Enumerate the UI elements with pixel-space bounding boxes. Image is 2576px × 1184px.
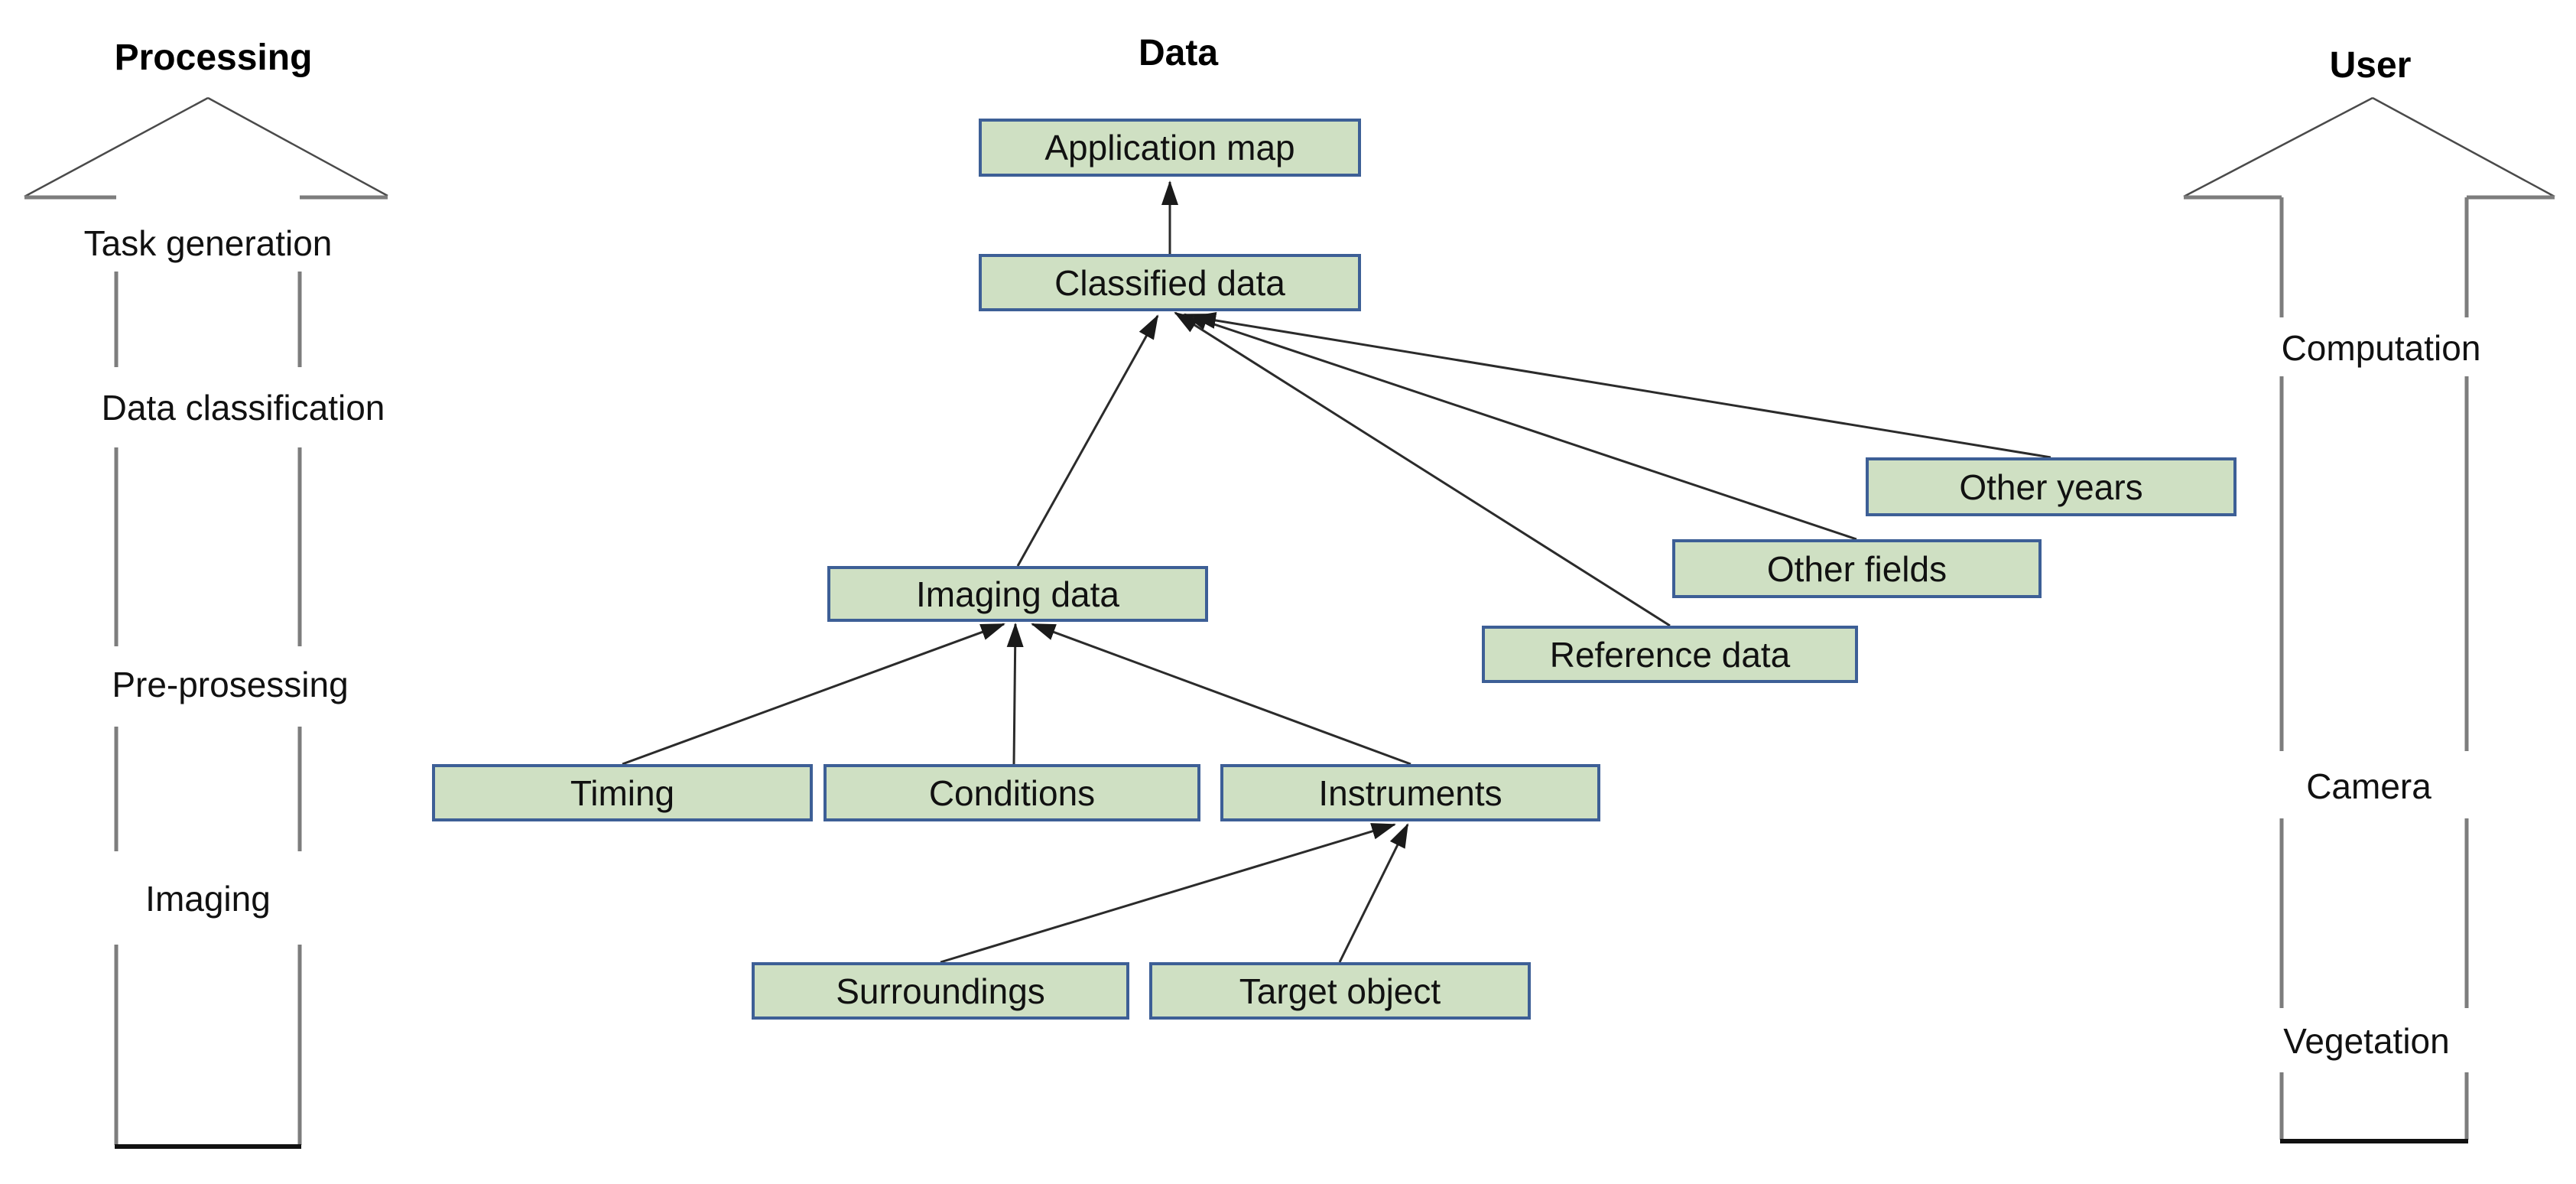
processing-step-task-generation: Task generation <box>83 223 333 263</box>
user-arrow-shape <box>2183 96 2555 1143</box>
node-other-years: Other years <box>1866 457 2237 516</box>
user-step-computation: Computation <box>2281 328 2481 368</box>
user-step-camera: Camera <box>2306 766 2431 806</box>
data-title: Data <box>1138 33 1219 73</box>
node-reference-data: Reference data <box>1482 626 1858 683</box>
node-surroundings: Surroundings <box>752 962 1129 1020</box>
processing-step-data-classification: Data classification <box>101 388 385 428</box>
node-application-map: Application map <box>979 119 1361 177</box>
node-classified-data: Classified data <box>979 254 1361 311</box>
processing-title: Processing <box>114 37 313 78</box>
node-imaging-data: Imaging data <box>827 566 1208 622</box>
user-step-vegetation: Vegetation <box>2283 1021 2450 1061</box>
processing-step-imaging: Imaging <box>145 879 271 919</box>
node-timing: Timing <box>432 764 813 821</box>
node-instruments: Instruments <box>1220 764 1600 821</box>
edge-lines <box>622 181 2051 964</box>
node-other-fields: Other fields <box>1672 539 2042 598</box>
node-target-object: Target object <box>1149 962 1531 1020</box>
processing-arrow-shape <box>24 96 388 1149</box>
processing-step-pre-prosessing: Pre-prosessing <box>112 665 349 704</box>
user-title: User <box>2329 45 2412 86</box>
node-conditions: Conditions <box>823 764 1200 821</box>
